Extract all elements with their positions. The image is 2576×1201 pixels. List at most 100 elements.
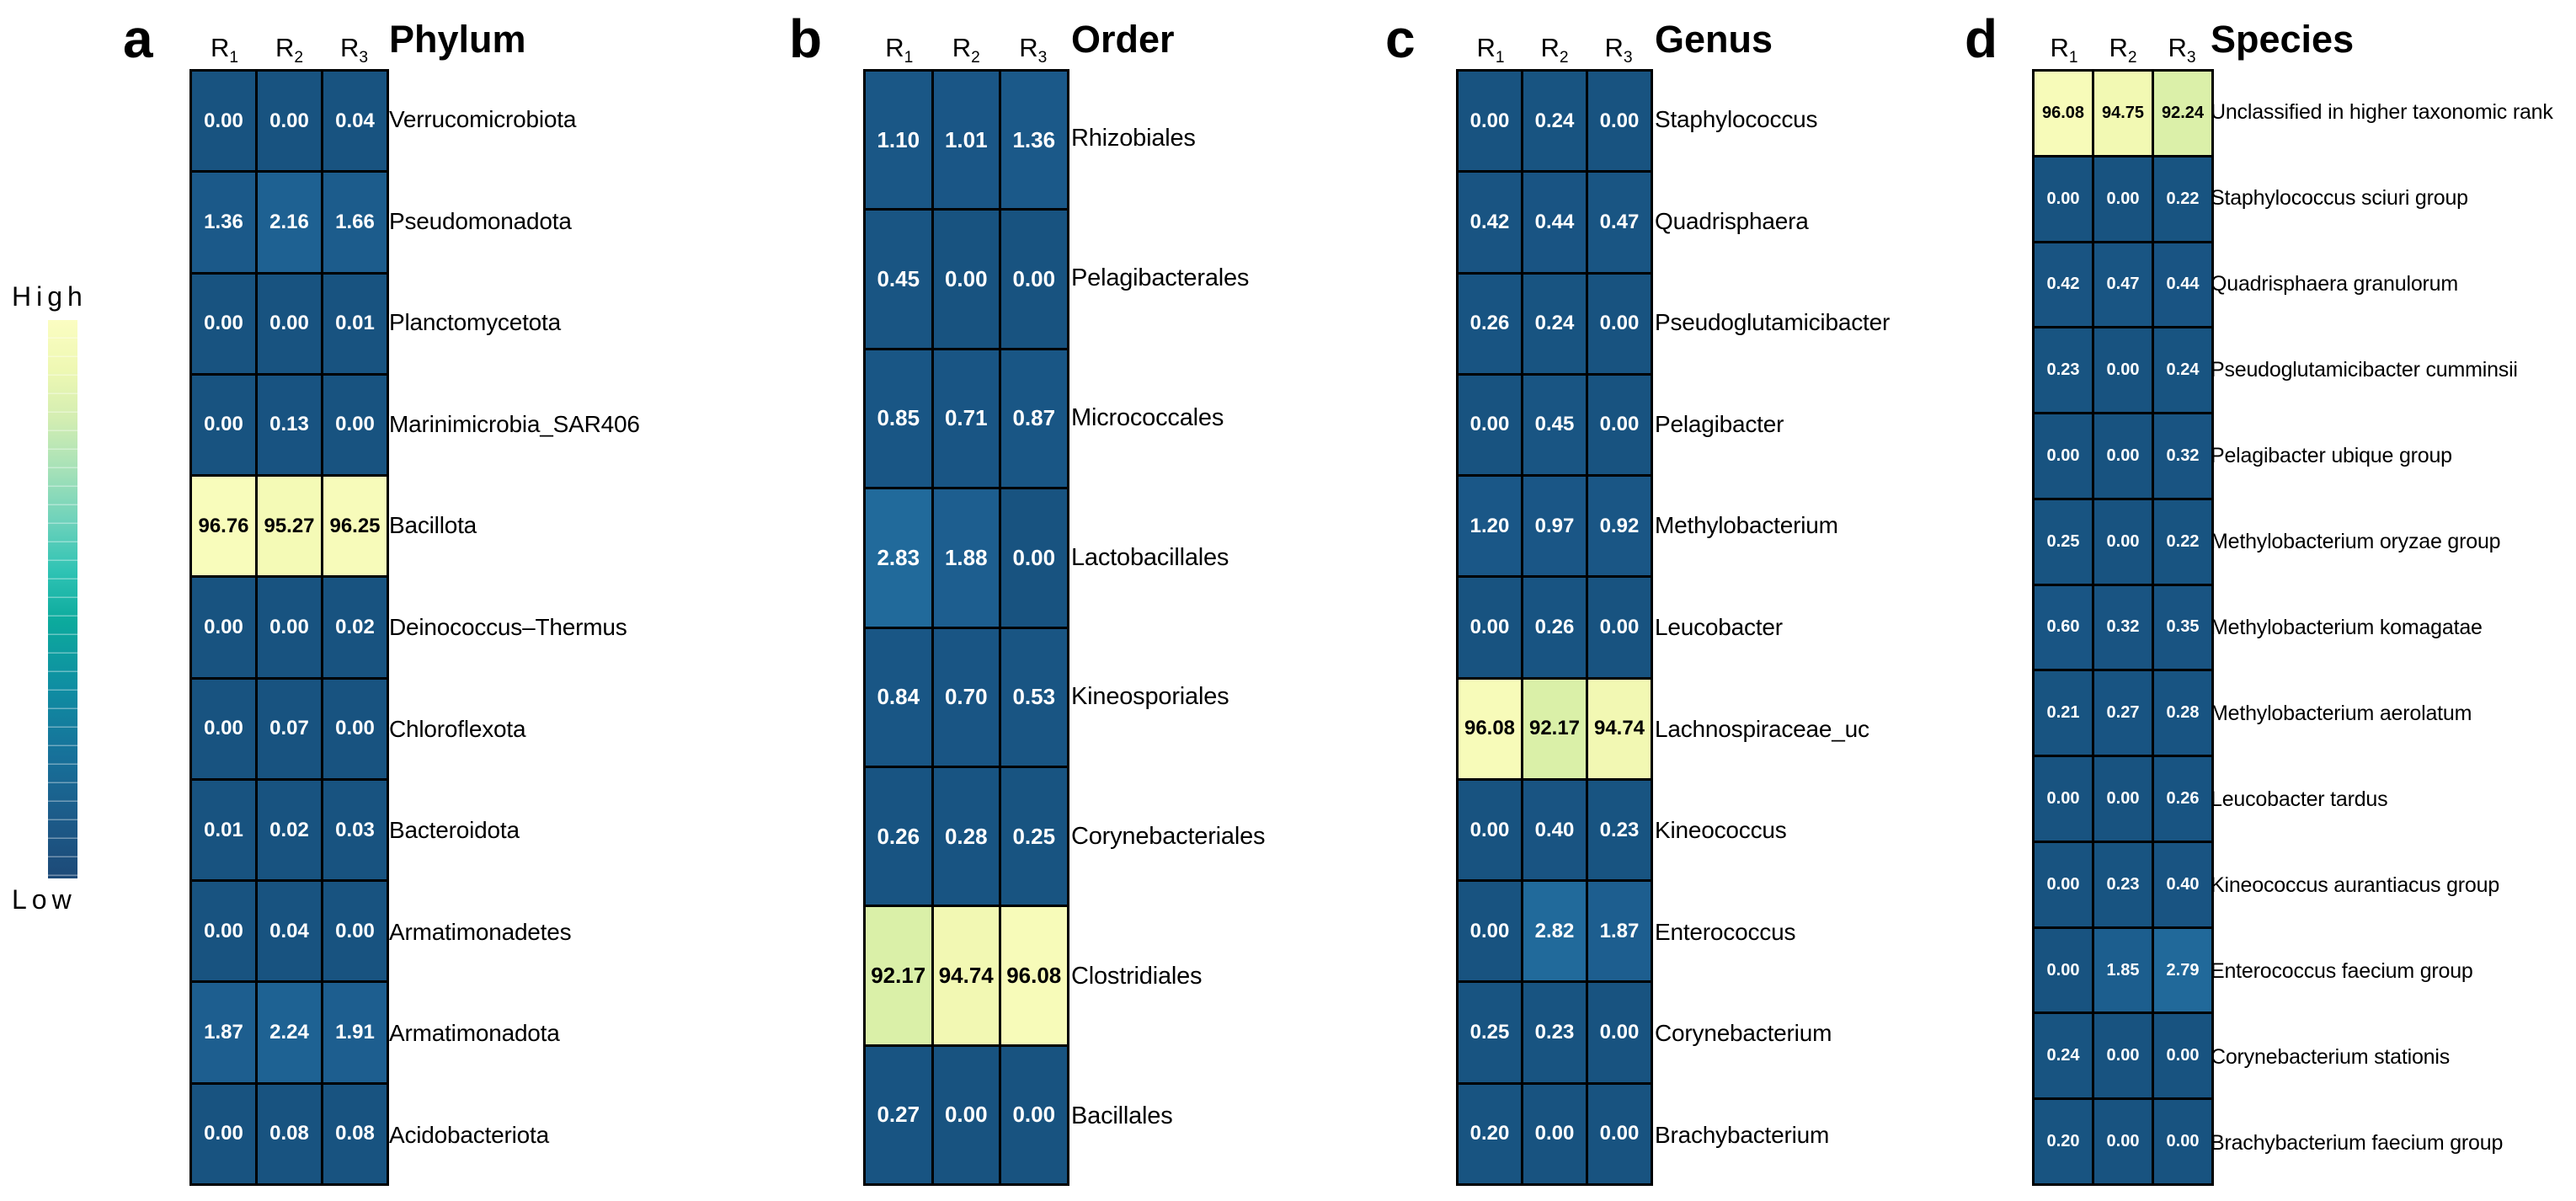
heatmap-cell: 0.04 xyxy=(258,882,321,981)
heatmap-cell: 0.84 xyxy=(866,628,931,766)
row-label: Clostridiales xyxy=(1071,962,1203,990)
heatmap-cell: 95.27 xyxy=(258,477,321,576)
column-header-r3: R3 xyxy=(2168,33,2196,67)
row-label: Kineococcus aurantiacus group xyxy=(2211,873,2500,897)
heatmap-cell: 0.00 xyxy=(2094,757,2152,841)
row-label: Methylobacterium komagatae xyxy=(2211,615,2483,639)
heatmap-cell: 0.42 xyxy=(2035,243,2092,327)
row-label: Unclassified in higher taxonomic rank xyxy=(2211,99,2553,124)
heatmap-cell: 94.74 xyxy=(1588,679,1651,778)
panel-title-a: Phylum xyxy=(389,18,526,61)
heatmap-cell: 92.17 xyxy=(1523,679,1586,778)
heatmap-cell: 0.24 xyxy=(1523,72,1586,171)
heatmap-cell: 0.00 xyxy=(258,274,321,373)
heatmap-cell: 0.00 xyxy=(192,1084,255,1183)
heatmap-cell: 2.83 xyxy=(866,489,931,627)
row-label: Leucobacter tardus xyxy=(2211,787,2388,811)
heatmap-cell: 0.70 xyxy=(933,628,999,766)
heatmap-cell: 94.75 xyxy=(2094,72,2152,155)
legend-high-label: High xyxy=(12,281,88,312)
row-label: Chloroflexota xyxy=(389,715,526,742)
heatmap-cell: 0.00 xyxy=(1588,1084,1651,1183)
heatmap-cell: 0.00 xyxy=(1588,578,1651,677)
heatmap-cell: 2.82 xyxy=(1523,882,1586,981)
row-label: Rhizobiales xyxy=(1071,125,1196,152)
panel-letter-d: d xyxy=(1965,8,1998,69)
heatmap-cell: 1.20 xyxy=(1459,477,1521,576)
heatmap-cell: 1.10 xyxy=(866,72,931,209)
heatmap-cell: 0.47 xyxy=(1588,173,1651,272)
heatmap-cell: 0.45 xyxy=(866,211,931,348)
row-label: Deinococcus–Thermus xyxy=(389,613,627,640)
heatmap-cell: 0.60 xyxy=(2035,585,2092,670)
heatmap-cell: 0.00 xyxy=(2094,328,2152,413)
row-label: Planctomycetota xyxy=(389,309,561,336)
column-header-r3: R3 xyxy=(339,33,369,67)
heatmap-cell: 1.87 xyxy=(1588,882,1651,981)
heatmap-cell: 0.27 xyxy=(2094,671,2152,755)
heatmap-cell: 0.00 xyxy=(1459,780,1521,880)
heatmap-cell: 0.00 xyxy=(2154,1100,2211,1183)
heatmap-cell: 0.00 xyxy=(323,375,387,475)
heatmap-cell: 0.00 xyxy=(1001,489,1067,627)
heatmap-cell: 0.00 xyxy=(192,274,255,373)
row-label: Acidobacteriota xyxy=(389,1121,550,1148)
heatmap-cell: 0.02 xyxy=(258,780,321,880)
heatmap-cell: 0.24 xyxy=(2154,328,2211,413)
heatmap-cell: 0.44 xyxy=(1523,173,1586,272)
row-label: Pseudoglutamicibacter xyxy=(1655,309,1891,336)
heatmap-cell: 0.01 xyxy=(323,274,387,373)
heatmap-cell: 2.79 xyxy=(2154,928,2211,1012)
panel-title-d: Species xyxy=(2211,18,2355,61)
row-label: Kineosporiales xyxy=(1071,683,1229,711)
panel-letter-c: c xyxy=(1385,8,1416,69)
heatmap-cell: 96.08 xyxy=(2035,72,2092,155)
row-label: Lachnospiraceae_uc xyxy=(1655,715,1869,742)
heatmap-cell: 1.66 xyxy=(323,173,387,272)
heatmap-cell: 0.22 xyxy=(2154,499,2211,584)
heatmap-cell: 0.44 xyxy=(2154,243,2211,327)
heatmap-cell: 0.92 xyxy=(1588,477,1651,576)
heatmap-cell: 0.53 xyxy=(1001,628,1067,766)
heatmap-cell: 0.00 xyxy=(1459,882,1521,981)
heatmap-cell: 2.24 xyxy=(258,983,321,1082)
heatmap-cell: 0.00 xyxy=(192,679,255,778)
row-label: Staphylococcus sciuri group xyxy=(2211,185,2468,210)
heatmap-cell: 0.08 xyxy=(323,1084,387,1183)
heatmap-cell: 0.24 xyxy=(2035,1014,2092,1098)
row-label: Methylobacterium xyxy=(1655,512,1838,539)
heatmap-cell: 0.00 xyxy=(192,375,255,475)
heatmap-cell: 0.25 xyxy=(2035,499,2092,584)
heatmap-cell: 0.40 xyxy=(2154,842,2211,926)
heatmap-cell: 0.08 xyxy=(258,1084,321,1183)
heatmap-cell: 0.00 xyxy=(323,679,387,778)
heatmap-cell: 0.00 xyxy=(2035,414,2092,498)
row-label: Leucobacter xyxy=(1655,613,1783,640)
heatmap-cell: 0.00 xyxy=(192,882,255,981)
row-label: Brachybacterium xyxy=(1655,1121,1830,1148)
heatmap-cell: 0.35 xyxy=(2154,585,2211,670)
heatmap-cell: 0.47 xyxy=(2094,243,2152,327)
heatmap-cell: 2.16 xyxy=(258,173,321,272)
row-label: Micrococcales xyxy=(1071,403,1224,431)
heatmap-cell: 0.00 xyxy=(1459,375,1521,475)
heatmap-cell: 0.00 xyxy=(933,1046,999,1183)
heatmap-cell: 0.03 xyxy=(323,780,387,880)
panel-title-c: Genus xyxy=(1655,18,1773,61)
row-label: Brachybacterium faecium group xyxy=(2211,1130,2504,1155)
heatmap-cell: 0.00 xyxy=(2154,1014,2211,1098)
heatmap-cell: 1.36 xyxy=(192,173,255,272)
heatmap-cell: 96.25 xyxy=(323,477,387,576)
row-label: Corynebacterium xyxy=(1655,1020,1832,1047)
heatmap-cell: 0.04 xyxy=(323,72,387,171)
heatmap-cell: 0.00 xyxy=(1588,375,1651,475)
heatmap-cell: 0.45 xyxy=(1523,375,1586,475)
heatmap-cell: 0.00 xyxy=(258,72,321,171)
heatmap-cell: 92.24 xyxy=(2154,72,2211,155)
row-label: Quadrisphaera xyxy=(1655,207,1809,234)
